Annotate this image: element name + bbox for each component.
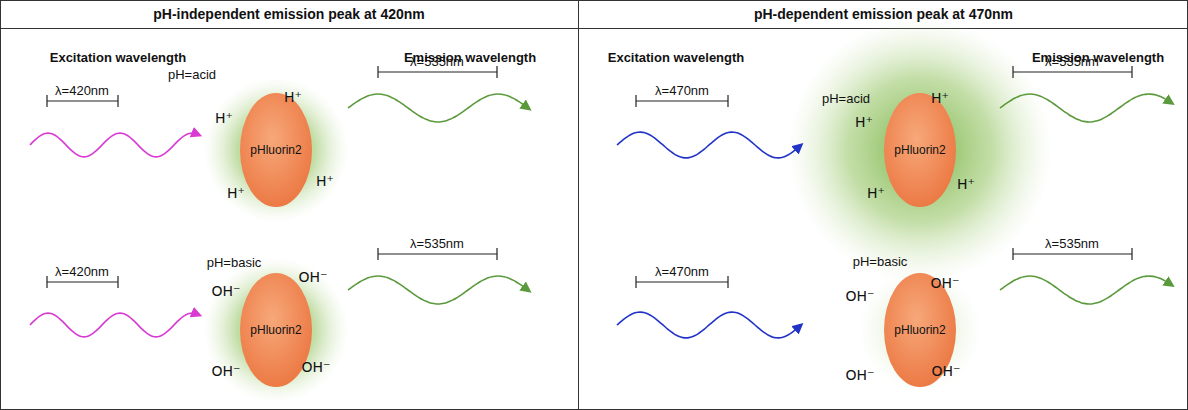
wave: [617, 132, 800, 158]
header-text: pH-independent emission peak at 420nm: [153, 6, 425, 22]
wave: [348, 94, 528, 122]
ion: OH⁻: [212, 363, 241, 379]
panel-header: pH-dependent emission peak at 470nm: [579, 0, 1188, 28]
wavelength: λ=420nm: [55, 264, 109, 279]
header-text: pH-dependent emission peak at 470nm: [754, 6, 1013, 22]
wave: [348, 276, 528, 304]
ion: OH⁻: [932, 363, 961, 379]
protein-name: pHluorin2: [894, 323, 945, 337]
ion: H⁺: [284, 89, 302, 105]
wave: [30, 133, 198, 157]
wavelength: λ=535nm: [1045, 236, 1099, 251]
column-heading: Excitation wavelength: [608, 50, 745, 65]
panel-header: pH-independent emission peak at 420nm: [0, 0, 578, 28]
column-heading: Excitation wavelength: [50, 50, 187, 65]
wavelength: λ=470nm: [655, 264, 709, 279]
ion: OH⁻: [931, 275, 960, 291]
ion: OH⁻: [302, 359, 331, 375]
ph-label: pH=basic: [853, 254, 908, 269]
ion: H⁺: [227, 185, 245, 201]
protein-oval: pHluorin2: [239, 92, 313, 208]
ion: OH⁻: [846, 367, 875, 383]
ion: H⁺: [957, 176, 975, 192]
header-line: [0, 28, 1188, 29]
glow: [788, 18, 1052, 282]
ion: H⁺: [316, 173, 334, 189]
ph-label: pH=basic: [207, 255, 262, 270]
ion: OH⁻: [212, 283, 241, 299]
ph-label: pH=acid: [168, 67, 216, 82]
ion: H⁺: [215, 110, 233, 126]
protein-oval: pHluorin2: [883, 92, 957, 208]
protein-name: pHluorin2: [894, 143, 945, 157]
wavelength: λ=535nm: [410, 236, 464, 251]
ph-label: pH=acid: [822, 91, 870, 106]
ion: OH⁻: [846, 288, 875, 304]
wave: [1000, 94, 1171, 122]
ion: H⁺: [855, 114, 873, 130]
protein-name: pHluorin2: [250, 143, 301, 157]
glow: [204, 78, 348, 222]
wave: [1000, 276, 1171, 304]
ion: OH⁻: [299, 269, 328, 285]
wave: [30, 313, 198, 337]
wavelength: λ=535nm: [410, 54, 464, 69]
wave: [617, 312, 800, 338]
glow: [204, 258, 348, 402]
panel-divider: [578, 0, 579, 410]
ion: H⁺: [931, 90, 949, 106]
wavelength: λ=420nm: [55, 83, 109, 98]
ion: H⁺: [867, 185, 885, 201]
glow: [858, 268, 982, 392]
wavelength: λ=535nm: [1045, 54, 1099, 69]
protein-name: pHluorin2: [250, 323, 301, 337]
wavelength: λ=470nm: [655, 83, 709, 98]
